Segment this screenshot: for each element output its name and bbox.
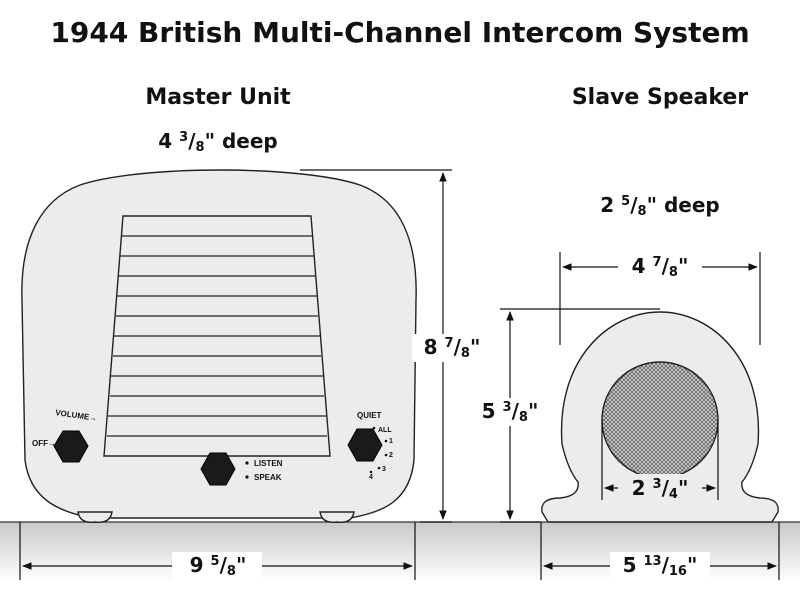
off-label: OFF→ <box>32 439 56 448</box>
slave-base-width-label: 5 13/16" <box>623 553 698 579</box>
master-heading: Master Unit <box>145 85 291 110</box>
slave-heading: Slave Speaker <box>572 85 748 110</box>
quiet-label: QUIET <box>357 411 382 420</box>
channel-3-label: 3 <box>382 466 386 473</box>
listen-speak-knob[interactable] <box>200 452 236 486</box>
slave-top-width-label: 4 7/8" <box>632 254 689 280</box>
page-title: 1944 British Multi-Channel Intercom Syst… <box>50 16 749 49</box>
slave-depth-label: 2 5/8" deep <box>600 193 719 219</box>
volume-knob[interactable] <box>53 430 89 463</box>
channel-2-label: 2 <box>389 452 393 459</box>
master-foot-right <box>319 511 355 523</box>
slave-speaker-grille <box>601 361 719 479</box>
master-height-label: 8 7/8" <box>424 335 481 361</box>
grille-diameter-label: 2 3/4" <box>632 476 689 502</box>
channel-1-label: 1 <box>389 438 393 445</box>
channel-all-label: ALL <box>378 427 392 434</box>
master-depth-label: 4 3/8" deep <box>158 129 277 155</box>
speak-label: SPEAK <box>254 473 282 482</box>
channel-4-label: 4 <box>369 474 373 481</box>
master-grille <box>103 215 331 457</box>
slave-height-label: 5 3/8" <box>482 399 539 425</box>
listen-label: LISTEN <box>254 459 283 468</box>
master-width-label: 9 5/8" <box>190 553 247 579</box>
channel-selector-knob[interactable] <box>347 428 383 462</box>
master-foot-left <box>77 511 113 523</box>
